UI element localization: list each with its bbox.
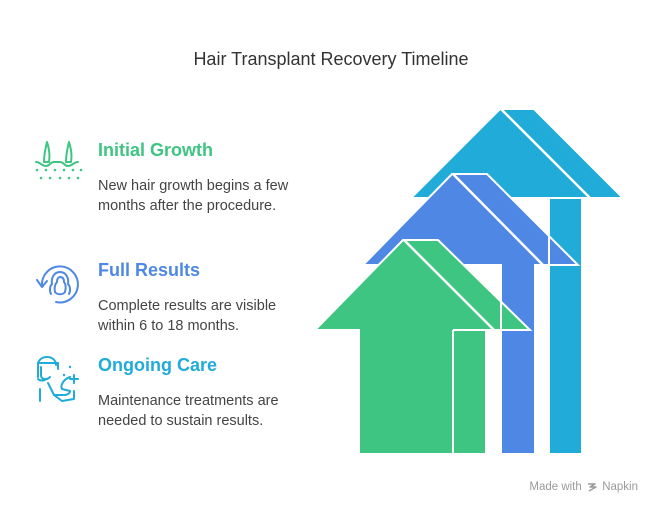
step-description: Maintenance treatments are needed to sus… xyxy=(98,393,279,429)
diagram-title: Hair Transplant Recovery Timeline xyxy=(193,49,469,69)
napkin-brand-label: Napkin xyxy=(602,481,638,493)
step-heading: Full Results xyxy=(98,260,201,280)
step-description: Complete results are visible within 6 to… xyxy=(98,298,277,334)
hair-follicle-icon xyxy=(35,141,83,180)
napkin-logo-icon xyxy=(587,482,597,492)
step-heading: Initial Growth xyxy=(98,140,213,160)
step-heading: Ongoing Care xyxy=(98,355,218,375)
head-cycle-icon xyxy=(36,265,79,304)
step-description: New hair growth begins a few months afte… xyxy=(98,178,289,214)
doctor-care-icon xyxy=(37,356,79,402)
arrow-initial-growth xyxy=(312,239,533,455)
made-with-label: Made with xyxy=(529,481,582,493)
made-with-napkin[interactable]: Made with Napkin xyxy=(529,481,638,493)
